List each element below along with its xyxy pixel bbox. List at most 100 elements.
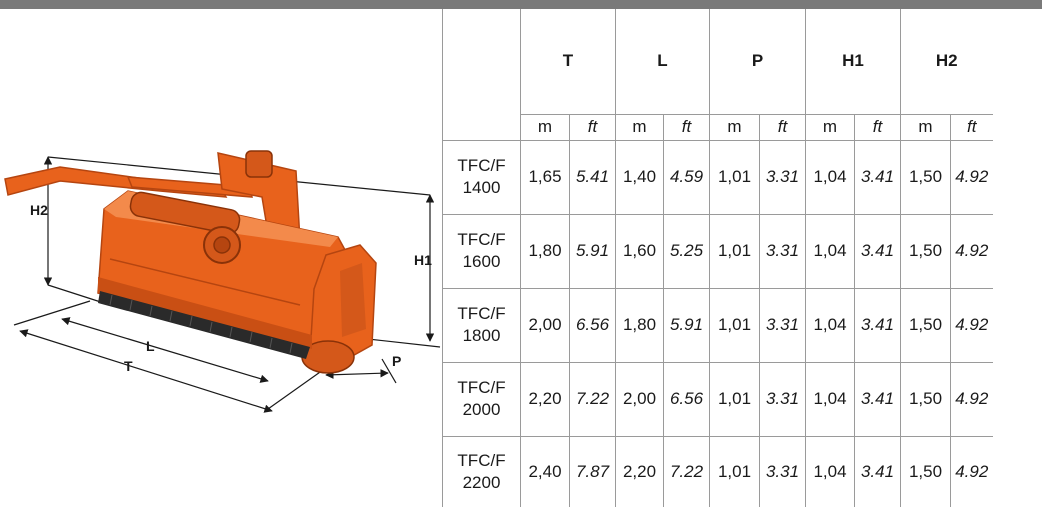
mower-body: [4, 150, 377, 374]
top-bar: [0, 0, 1042, 9]
h1-feet: 3.41: [854, 361, 901, 437]
l-feet: 5.25: [663, 213, 710, 289]
l-meters: 1,80: [615, 287, 664, 363]
p-meters: 1,01: [709, 213, 760, 289]
h2-feet: 4.92: [950, 139, 993, 215]
p-feet: 3.31: [759, 139, 806, 215]
h2-label: H2: [30, 202, 48, 218]
unit-ft: ft: [759, 113, 806, 141]
h2-meters: 1,50: [900, 213, 951, 289]
unit-m: m: [520, 113, 570, 141]
t-feet: 6.56: [569, 287, 616, 363]
l-feet: 5.91: [663, 287, 710, 363]
group-header-row: T L P H1 H2: [442, 9, 993, 141]
h2-meters: 1,50: [900, 139, 951, 215]
unit-m: m: [805, 113, 855, 141]
unit-header-row: m ft m ft m ft m ft m ft: [443, 113, 993, 141]
t-label: T: [124, 358, 133, 374]
t-feet: 7.22: [569, 361, 616, 437]
header-h2: H2: [900, 9, 993, 115]
t-meters: 1,80: [520, 213, 570, 289]
p-label: P: [392, 353, 401, 369]
h1-feet: 3.41: [854, 287, 901, 363]
l-dimension-line: [61, 317, 269, 383]
h1-meters: 1,04: [805, 435, 855, 507]
l-meters: 1,60: [615, 213, 664, 289]
header-h1: H1: [805, 9, 901, 115]
mower-drawing: H2 H1 L T P: [4, 150, 441, 413]
h1-label: H1: [414, 252, 432, 268]
h2-feet: 4.92: [950, 287, 993, 363]
t-meters: 2,00: [520, 287, 570, 363]
t-left-guide: [13, 300, 91, 326]
unit-ft: ft: [950, 113, 993, 141]
h1-base-guide: [367, 338, 441, 348]
h1-meters: 1,04: [805, 361, 855, 437]
h1-feet: 3.41: [854, 139, 901, 215]
p-meters: 1,01: [709, 361, 760, 437]
l-meters: 2,00: [615, 361, 664, 437]
p-feet: 3.31: [759, 435, 806, 507]
t-meters: 2,40: [520, 435, 570, 507]
header-p: P: [709, 9, 806, 115]
h2-feet: 4.92: [950, 213, 993, 289]
l-feet: 4.59: [663, 139, 710, 215]
p-feet: 3.31: [759, 287, 806, 363]
unit-ft: ft: [854, 113, 901, 141]
p-meters: 1,01: [709, 287, 760, 363]
p-dimension-line: [325, 369, 389, 379]
t-feet: 5.41: [569, 139, 616, 215]
unit-m: m: [900, 113, 951, 141]
housing-crease: [109, 258, 301, 306]
unit-ft: ft: [569, 113, 616, 141]
drive-tube: [129, 191, 241, 235]
side-panel-shade: [340, 263, 366, 337]
l-meters: 1,40: [615, 139, 664, 215]
hitch-pin: [245, 150, 273, 178]
mower-illustration: H2 H1 L T P: [0, 9, 442, 508]
p-right-guide: [381, 358, 397, 384]
unit-ft: ft: [663, 113, 710, 141]
t-feet: 5.91: [569, 213, 616, 289]
upper-link: [126, 176, 253, 198]
p-feet: 3.31: [759, 213, 806, 289]
header-l: L: [615, 9, 710, 115]
h1-feet: 3.41: [854, 213, 901, 289]
h2-meters: 1,50: [900, 435, 951, 507]
flail-rotor: [98, 291, 310, 359]
h2-feet: 4.92: [950, 435, 993, 507]
p-meters: 1,01: [709, 139, 760, 215]
t-meters: 2,20: [520, 361, 570, 437]
unit-m: m: [615, 113, 664, 141]
h2-meters: 1,50: [900, 287, 951, 363]
h2-feet: 4.92: [950, 361, 993, 437]
p-meters: 1,01: [709, 435, 760, 507]
header-t: T: [520, 9, 616, 115]
h1-feet: 3.41: [854, 435, 901, 507]
h2-meters: 1,50: [900, 361, 951, 437]
h1-meters: 1,04: [805, 139, 855, 215]
h1-meters: 1,04: [805, 287, 855, 363]
front-skirt: [98, 277, 312, 349]
specifications-table: T L P H1 H2 m ft m ft m ft m ft m ft TFC…: [442, 9, 993, 507]
p-feet: 3.31: [759, 361, 806, 437]
h1-meters: 1,04: [805, 213, 855, 289]
unit-m: m: [709, 113, 760, 141]
table-corner: [442, 9, 521, 141]
t-meters: 1,65: [520, 139, 570, 215]
t-feet: 7.87: [569, 435, 616, 507]
l-label: L: [146, 338, 155, 354]
gearbox-hub: [213, 236, 231, 254]
l-feet: 7.22: [663, 435, 710, 507]
l-meters: 2,20: [615, 435, 664, 507]
